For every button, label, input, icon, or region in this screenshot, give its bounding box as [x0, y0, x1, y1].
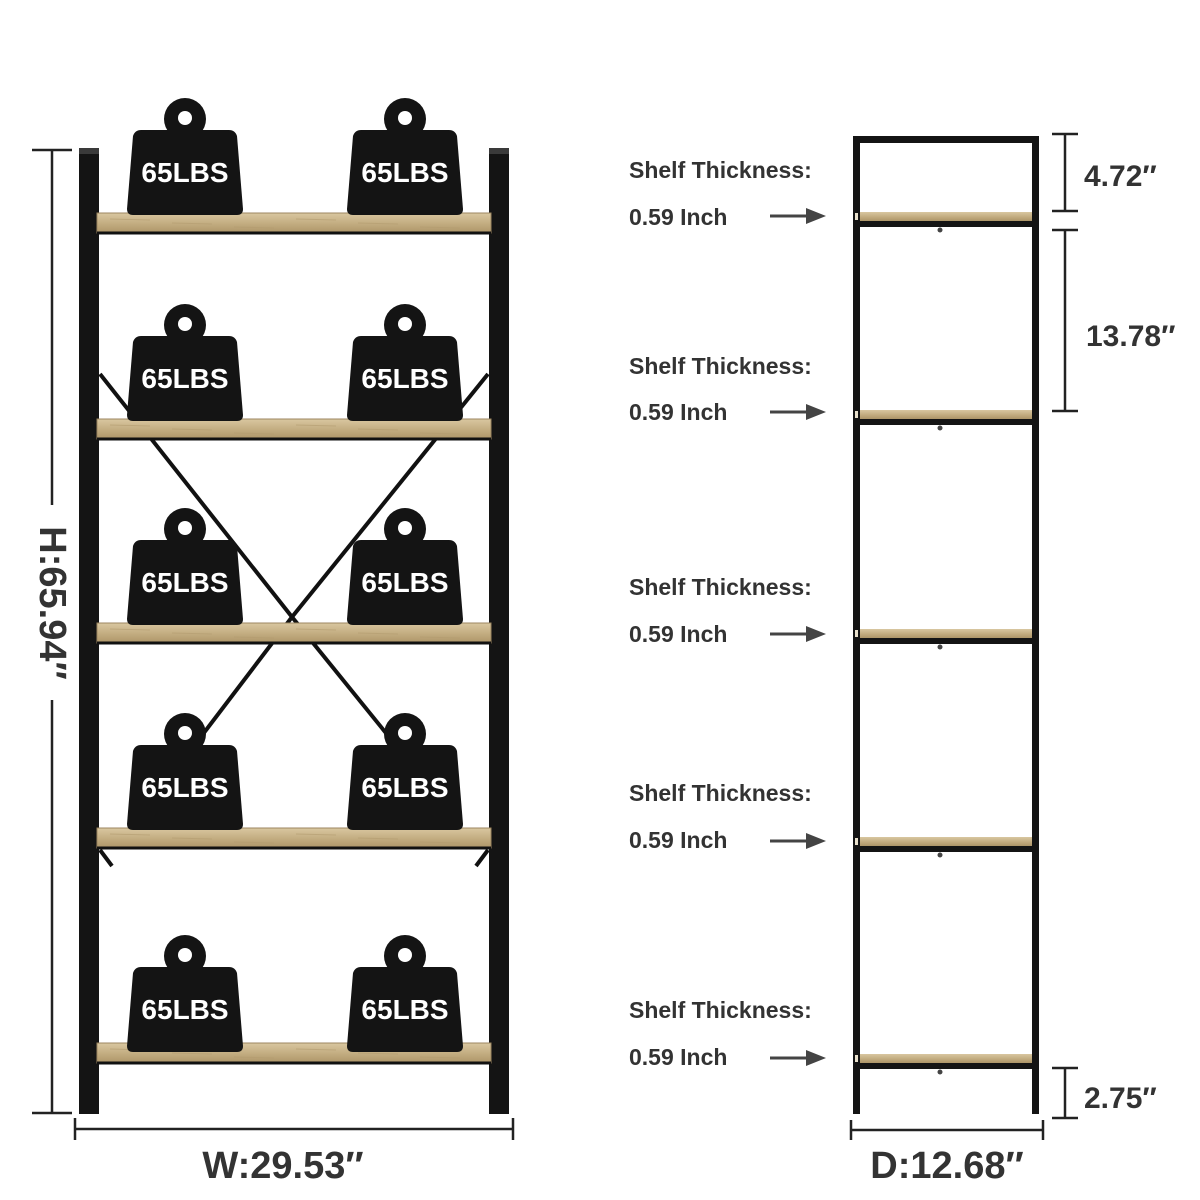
callout-title: Shelf Thickness: — [629, 997, 812, 1023]
arrow-right-icon — [770, 404, 826, 420]
weight-label: 65LBS — [141, 567, 228, 598]
weight-icon: 65LBS — [347, 713, 463, 830]
callout-title: Shelf Thickness: — [629, 353, 812, 379]
depth-label: D:12.68″ — [870, 1145, 1023, 1187]
side-shelf — [855, 410, 1032, 431]
callout-value: 0.59 Inch — [629, 827, 727, 853]
thickness-callout: Shelf Thickness: 0.59 Inch — [629, 157, 826, 230]
front-weights: 65LBS 65LBS 65LBS 65LBS 65LBS 65LBS 65LBS 65LBS… — [127, 98, 463, 1052]
thickness-callout: Shelf Thickness: 0.59 Inch — [629, 997, 826, 1070]
height-dimension — [32, 148, 72, 1115]
weight-icon: 65LBS — [127, 713, 243, 830]
weight-icon: 65LBS — [347, 935, 463, 1052]
weight-icon: 65LBS — [347, 304, 463, 421]
front-left-post — [79, 148, 99, 1114]
shelf-gap-label: 13.78″ — [1086, 320, 1175, 353]
callout-value: 0.59 Inch — [629, 1044, 727, 1070]
weight-icon: 65LBS — [347, 508, 463, 625]
front-shelf — [96, 418, 492, 441]
height-label: H:65.94″ — [31, 526, 73, 679]
side-dimensions — [1052, 132, 1078, 1120]
side-frame — [853, 136, 1039, 1114]
weight-icon: 65LBS — [347, 98, 463, 215]
depth-dimension — [849, 1120, 1045, 1140]
weight-icon: 65LBS — [127, 98, 243, 215]
thickness-callout: Shelf Thickness: 0.59 Inch — [629, 780, 826, 853]
width-label: W:29.53″ — [202, 1145, 363, 1187]
weight-icon: 65LBS — [127, 508, 243, 625]
thickness-callout: Shelf Thickness: 0.59 Inch — [629, 353, 826, 425]
top-gap-label: 4.72″ — [1084, 160, 1157, 193]
weight-label: 65LBS — [361, 567, 448, 598]
weight-icon: 65LBS — [127, 304, 243, 421]
callout-title: Shelf Thickness: — [629, 574, 812, 600]
front-right-post — [489, 148, 509, 1114]
arrow-right-icon — [770, 626, 826, 642]
callout-value: 0.59 Inch — [629, 399, 727, 425]
side-shelf — [855, 629, 1032, 650]
front-shelf — [96, 827, 492, 850]
weight-label: 65LBS — [141, 363, 228, 394]
weight-icon: 65LBS — [127, 935, 243, 1052]
front-view: 65LBS 65LBS 65LBS 65LBS 65LBS 65LBS 65LBS 65LBS… — [31, 98, 515, 1187]
weight-label: 65LBS — [361, 772, 448, 803]
front-shelf — [96, 622, 492, 645]
side-view: 4.72″ 13.78″ 2.75″ D:12.68″ Shelf Thickn… — [629, 132, 1175, 1187]
side-shelf — [855, 212, 1032, 233]
weight-label: 65LBS — [141, 772, 228, 803]
arrow-right-icon — [770, 208, 826, 224]
side-shelf — [855, 837, 1032, 858]
width-dimension — [73, 1118, 515, 1140]
arrow-right-icon — [770, 833, 826, 849]
callout-title: Shelf Thickness: — [629, 157, 812, 183]
arrow-right-icon — [770, 1050, 826, 1066]
bottom-gap-label: 2.75″ — [1084, 1082, 1157, 1115]
weight-label: 65LBS — [141, 157, 228, 188]
front-shelf — [96, 212, 492, 235]
side-shelf — [855, 1054, 1032, 1075]
callout-value: 0.59 Inch — [629, 204, 727, 230]
callout-title: Shelf Thickness: — [629, 780, 812, 806]
thickness-callout: Shelf Thickness: 0.59 Inch — [629, 574, 826, 647]
side-shelves — [855, 212, 1032, 1075]
weight-label: 65LBS — [361, 994, 448, 1025]
weight-label: 65LBS — [361, 157, 448, 188]
callout-value: 0.59 Inch — [629, 621, 727, 647]
weight-label: 65LBS — [361, 363, 448, 394]
weight-label: 65LBS — [141, 994, 228, 1025]
